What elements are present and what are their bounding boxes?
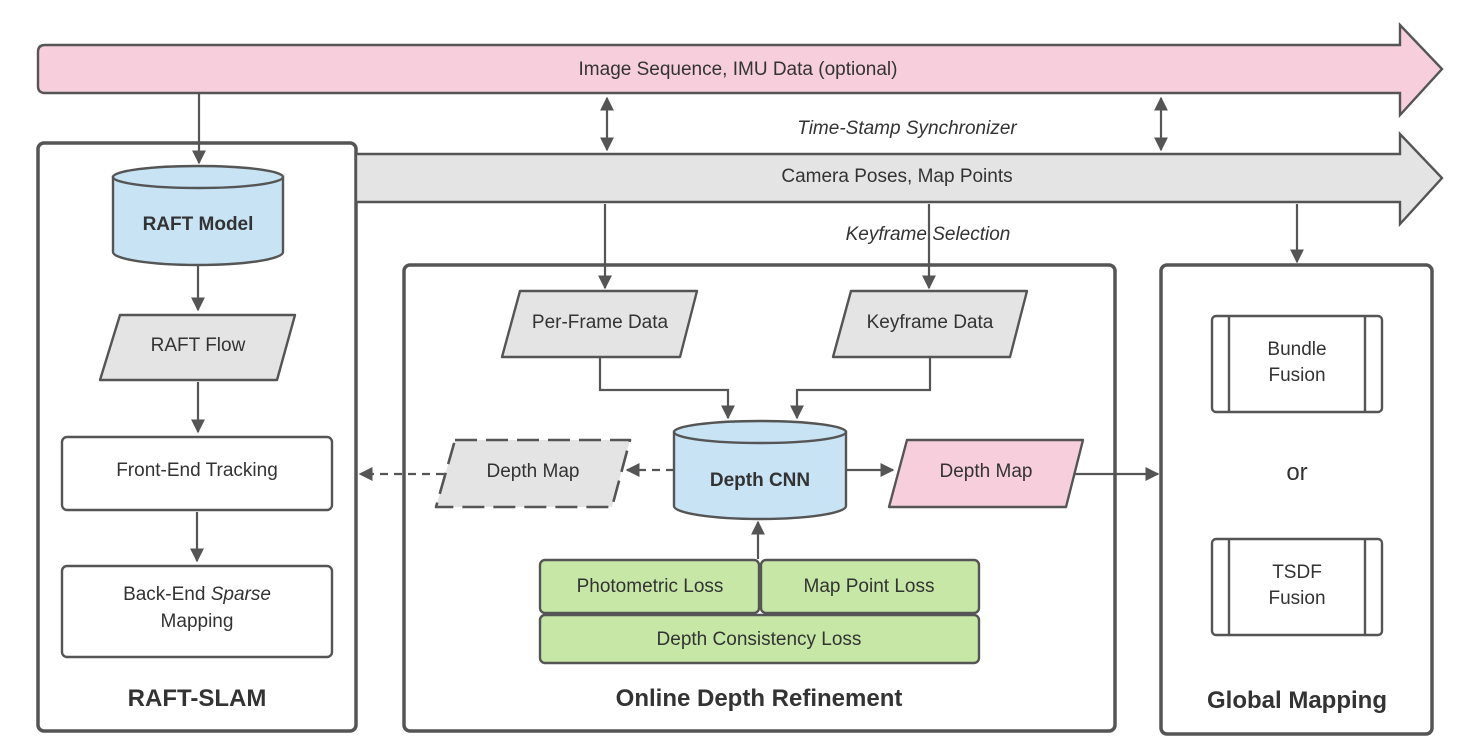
keyframe-data-node: Keyframe Data bbox=[831, 289, 1029, 359]
map-point-loss-node: Map Point Loss bbox=[759, 558, 981, 615]
per-frame-label: Per-Frame Data bbox=[532, 312, 669, 333]
depth-map-left-label: Depth Map bbox=[487, 461, 580, 482]
tsdf-fusion-label-line1: TSDF bbox=[1272, 562, 1322, 583]
mapping-label-em: Sparse bbox=[211, 584, 271, 605]
raft-slam-title: RAFT-SLAM bbox=[128, 685, 267, 712]
bundle-fusion-label-line2: Fusion bbox=[1268, 365, 1325, 386]
raft-model-label: RAFT Model bbox=[143, 214, 254, 235]
poses-band: Camera Poses, Map Points bbox=[354, 131, 1444, 228]
bundle-fusion-node: Bundle Fusion bbox=[1210, 314, 1384, 414]
poses-band-label: Camera Poses, Map Points bbox=[781, 166, 1012, 187]
tracking-label: Front-End Tracking bbox=[116, 460, 278, 481]
input-band: Image Sequence, IMU Data (optional) bbox=[36, 22, 1444, 119]
depth-consistency-loss-label: Depth Consistency Loss bbox=[657, 629, 862, 650]
back-end-mapping-node: Back-End Sparse Mapping bbox=[60, 564, 334, 659]
arrow-per-frame-to-cnn bbox=[598, 357, 735, 420]
tsdf-fusion-label-line2: Fusion bbox=[1268, 588, 1325, 609]
mapping-label-pre: Back-End bbox=[123, 584, 211, 605]
synchronizer-label: Time-Stamp Synchronizer bbox=[797, 118, 1017, 139]
depth-map-left-node: Depth Map bbox=[434, 438, 632, 509]
depth-refinement-title: Online Depth Refinement bbox=[616, 685, 903, 712]
raft-flow-node: RAFT Flow bbox=[98, 313, 297, 382]
global-mapping-title: Global Mapping bbox=[1207, 687, 1387, 714]
photometric-loss-label: Photometric Loss bbox=[577, 576, 724, 597]
front-end-tracking-node: Front-End Tracking bbox=[60, 435, 334, 512]
mapping-label-line1: Back-End Sparse bbox=[123, 584, 271, 605]
per-frame-data-node: Per-Frame Data bbox=[500, 289, 699, 359]
depth-map-right-label: Depth Map bbox=[940, 461, 1033, 482]
tsdf-fusion-node: TSDF Fusion bbox=[1210, 537, 1384, 637]
depth-cnn-label: Depth CNN bbox=[710, 470, 810, 491]
keyframe-label: Keyframe Data bbox=[867, 312, 994, 333]
map-point-loss-label: Map Point Loss bbox=[804, 576, 935, 597]
arrow-keyframe-to-cnn bbox=[790, 357, 932, 420]
input-band-label: Image Sequence, IMU Data (optional) bbox=[579, 59, 898, 80]
raft-flow-label: RAFT Flow bbox=[151, 335, 246, 356]
or-label: or bbox=[1286, 459, 1307, 486]
depth-consistency-loss-node: Depth Consistency Loss bbox=[538, 613, 981, 665]
photometric-loss-node: Photometric Loss bbox=[538, 558, 761, 615]
depth-map-right-node: Depth Map bbox=[887, 438, 1085, 509]
raft-model-cylinder: RAFT Model bbox=[111, 164, 285, 267]
depth-cnn-cylinder: Depth CNN bbox=[672, 419, 848, 521]
bundle-fusion-label-line1: Bundle bbox=[1267, 339, 1326, 360]
mapping-label-line2: Mapping bbox=[161, 611, 234, 632]
